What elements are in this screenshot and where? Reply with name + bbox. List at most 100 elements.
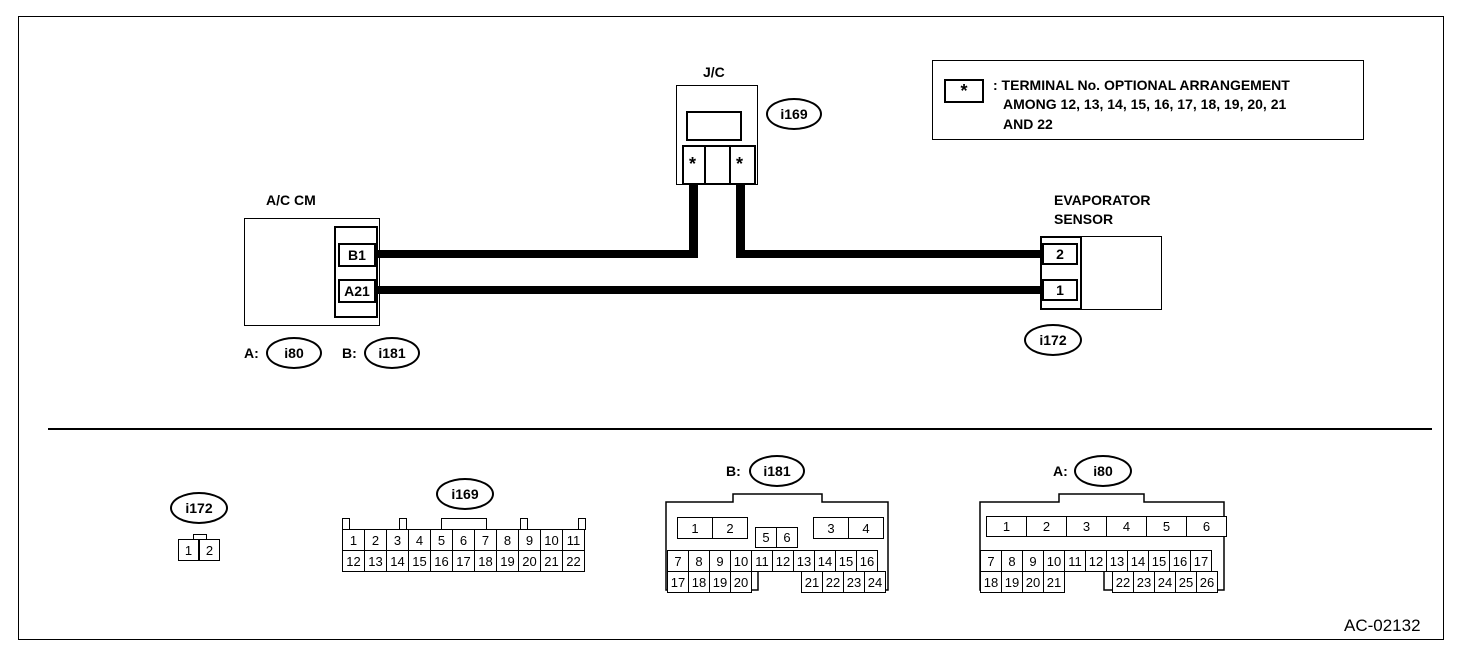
connector-pin: 4 xyxy=(1106,516,1147,537)
connector-pin: 14 xyxy=(386,550,409,572)
figure-id: AC-02132 xyxy=(1344,616,1421,635)
jc-terminal-right: * xyxy=(736,154,744,174)
connector-pin: 4 xyxy=(408,529,431,551)
connector-pin: 3 xyxy=(386,529,409,551)
connector-pin: 10 xyxy=(540,529,563,551)
connector-pin: 19 xyxy=(496,550,519,572)
connector-pin: 9 xyxy=(518,529,541,551)
connector-pin: 4 xyxy=(848,517,884,539)
connector-pin: 3 xyxy=(1066,516,1107,537)
jc-connector-id: i169 xyxy=(766,98,822,130)
connector-pin: 1 xyxy=(677,517,713,539)
connector-pin: 15 xyxy=(1148,550,1170,572)
conn-i169-key xyxy=(441,518,487,530)
connector-pin: 13 xyxy=(364,550,387,572)
ac-cm-terminal-a21: A21 xyxy=(338,279,376,303)
conn-i172-pin: 1 xyxy=(178,539,199,561)
wire-a21-sensor1 xyxy=(378,286,1042,294)
evaporator-title-line1: EVAPORATOR xyxy=(1054,192,1151,208)
connector-pin: 16 xyxy=(430,550,453,572)
connector-pin: 6 xyxy=(1186,516,1227,537)
connector-pin: 22 xyxy=(562,550,585,572)
connector-pin: 20 xyxy=(730,571,752,593)
connector-pin: 9 xyxy=(709,550,731,572)
legend-text-line2: AMONG 12, 13, 14, 15, 16, 17, 18, 19, 20… xyxy=(1003,96,1287,112)
connector-pin: 1 xyxy=(342,529,365,551)
evaporator-connector-id: i172 xyxy=(1024,324,1082,356)
ac-cm-title: A/C CM xyxy=(266,192,316,208)
evaporator-terminal-2: 2 xyxy=(1042,243,1078,265)
connector-pin: 24 xyxy=(1154,571,1176,593)
connector-pin: 9 xyxy=(1022,550,1044,572)
connector-pin: 11 xyxy=(1064,550,1086,572)
ac-cm-connector-a-id: i80 xyxy=(266,337,322,369)
connector-pin: 8 xyxy=(1001,550,1023,572)
connector-pin: 25 xyxy=(1175,571,1197,593)
connector-pin: 14 xyxy=(814,550,836,572)
connector-pin: 10 xyxy=(730,550,752,572)
legend-text-line3: AND 22 xyxy=(1003,116,1053,132)
ac-cm-connector-b-id: i181 xyxy=(364,337,420,369)
conn-i80-label: i80 xyxy=(1074,455,1132,487)
conn-i80-prefix: A: xyxy=(1053,463,1068,479)
conn-i181-prefix: B: xyxy=(726,463,741,479)
connector-pin: 22 xyxy=(822,571,844,593)
connector-pin: 11 xyxy=(751,550,773,572)
connector-pin: 13 xyxy=(793,550,815,572)
connector-pin: 17 xyxy=(667,571,689,593)
connector-pin: 15 xyxy=(408,550,431,572)
wire-b1-horizontal xyxy=(378,250,698,258)
connector-pin: 21 xyxy=(801,571,823,593)
connector-pin: 12 xyxy=(342,550,365,572)
wire-sensor2-vertical xyxy=(736,185,745,258)
connector-pin: 2 xyxy=(712,517,748,539)
legend-text-line1: : TERMINAL No. OPTIONAL ARRANGEMENT xyxy=(993,77,1290,93)
connector-pin: 21 xyxy=(1043,571,1065,593)
connector-pin: 21 xyxy=(540,550,563,572)
connector-pin: 13 xyxy=(1106,550,1128,572)
connector-pin: 5 xyxy=(755,527,777,548)
jc-title: J/C xyxy=(703,64,725,80)
connector-pin: 17 xyxy=(452,550,475,572)
connector-pin: 16 xyxy=(1169,550,1191,572)
connector-pin: 10 xyxy=(1043,550,1065,572)
connector-pin: 23 xyxy=(843,571,865,593)
connector-pin: 2 xyxy=(364,529,387,551)
ac-cm-connector-b-prefix: B: xyxy=(342,345,357,361)
connector-pin: 18 xyxy=(688,571,710,593)
connector-pin: 7 xyxy=(980,550,1002,572)
legend-box xyxy=(932,60,1364,140)
ac-cm-terminal-b1: B1 xyxy=(338,243,376,267)
connector-pin: 7 xyxy=(667,550,689,572)
connector-pin: 5 xyxy=(1146,516,1187,537)
connector-pin: 6 xyxy=(452,529,475,551)
connector-pin: 16 xyxy=(856,550,878,572)
connector-pin: 18 xyxy=(474,550,497,572)
legend-symbol-box: * xyxy=(944,79,984,103)
connector-pin: 17 xyxy=(1190,550,1212,572)
connector-pin: 8 xyxy=(496,529,519,551)
connector-pin: 22 xyxy=(1112,571,1134,593)
evaporator-title-line2: SENSOR xyxy=(1054,211,1114,227)
jc-terminal-block xyxy=(682,145,756,185)
connector-pin: 14 xyxy=(1127,550,1149,572)
jc-inner-tab xyxy=(686,111,742,141)
connector-pin: 12 xyxy=(1085,550,1107,572)
diagram-frame xyxy=(18,16,1444,640)
connector-pin: 1 xyxy=(986,516,1027,537)
jc-divider-1 xyxy=(704,145,706,185)
jc-terminal-left: * xyxy=(689,154,697,174)
connector-pin: 2 xyxy=(1026,516,1067,537)
connector-pin: 19 xyxy=(709,571,731,593)
ac-cm-connector xyxy=(334,226,378,318)
section-divider xyxy=(48,428,1432,430)
conn-i181-label: i181 xyxy=(749,455,805,487)
jc-divider-2 xyxy=(729,145,731,185)
connector-pin: 12 xyxy=(772,550,794,572)
evaporator-terminal-1: 1 xyxy=(1042,279,1078,301)
connector-pin: 5 xyxy=(430,529,453,551)
connector-pin: 3 xyxy=(813,517,849,539)
conn-i169-label: i169 xyxy=(436,478,494,510)
ac-cm-connector-a-prefix: A: xyxy=(244,345,259,361)
connector-pin: 8 xyxy=(688,550,710,572)
